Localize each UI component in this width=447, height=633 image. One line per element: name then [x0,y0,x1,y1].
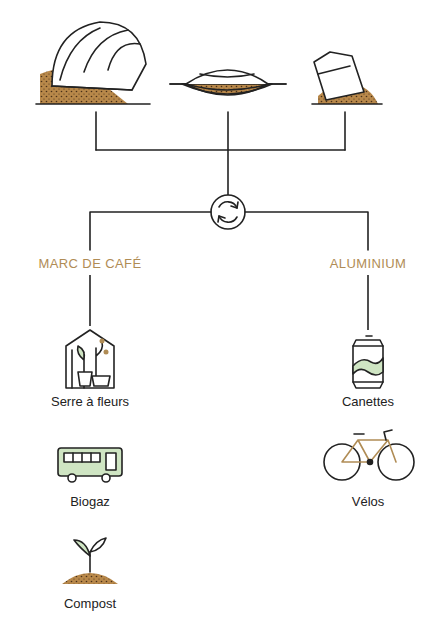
product-item: Serre à fleurs [35,326,145,413]
greenhouse-icon [66,330,114,388]
merge-lines [96,112,345,195]
item-label: Serre à fleurs [51,394,129,410]
category-label: ALUMINIUM [330,256,407,272]
product-item: Compost [45,532,135,615]
item-label: Canettes [342,394,394,410]
split-lines [90,212,368,250]
recycle-symbol [211,195,245,229]
connector-line [89,275,91,326]
can-icon [353,336,383,388]
item-label: Compost [64,596,116,612]
connector-line [367,275,369,330]
dome-capsule [36,22,150,104]
pod-capsule [170,70,286,95]
category-label: MARC DE CAFÉ [38,256,141,272]
product-item: Biogaz [45,442,135,513]
item-label: Biogaz [70,494,110,510]
category-heading: ALUMINIUM [318,254,418,275]
category-heading: MARC DE CAFÉ [33,254,147,275]
product-item: Canettes [323,330,413,413]
bicycle-icon [324,430,414,480]
item-label: Vélos [352,494,385,510]
bus-icon [58,448,122,482]
compost-icon [62,538,118,584]
pod-capsule-small [312,52,382,104]
product-item: Vélos [323,426,413,513]
